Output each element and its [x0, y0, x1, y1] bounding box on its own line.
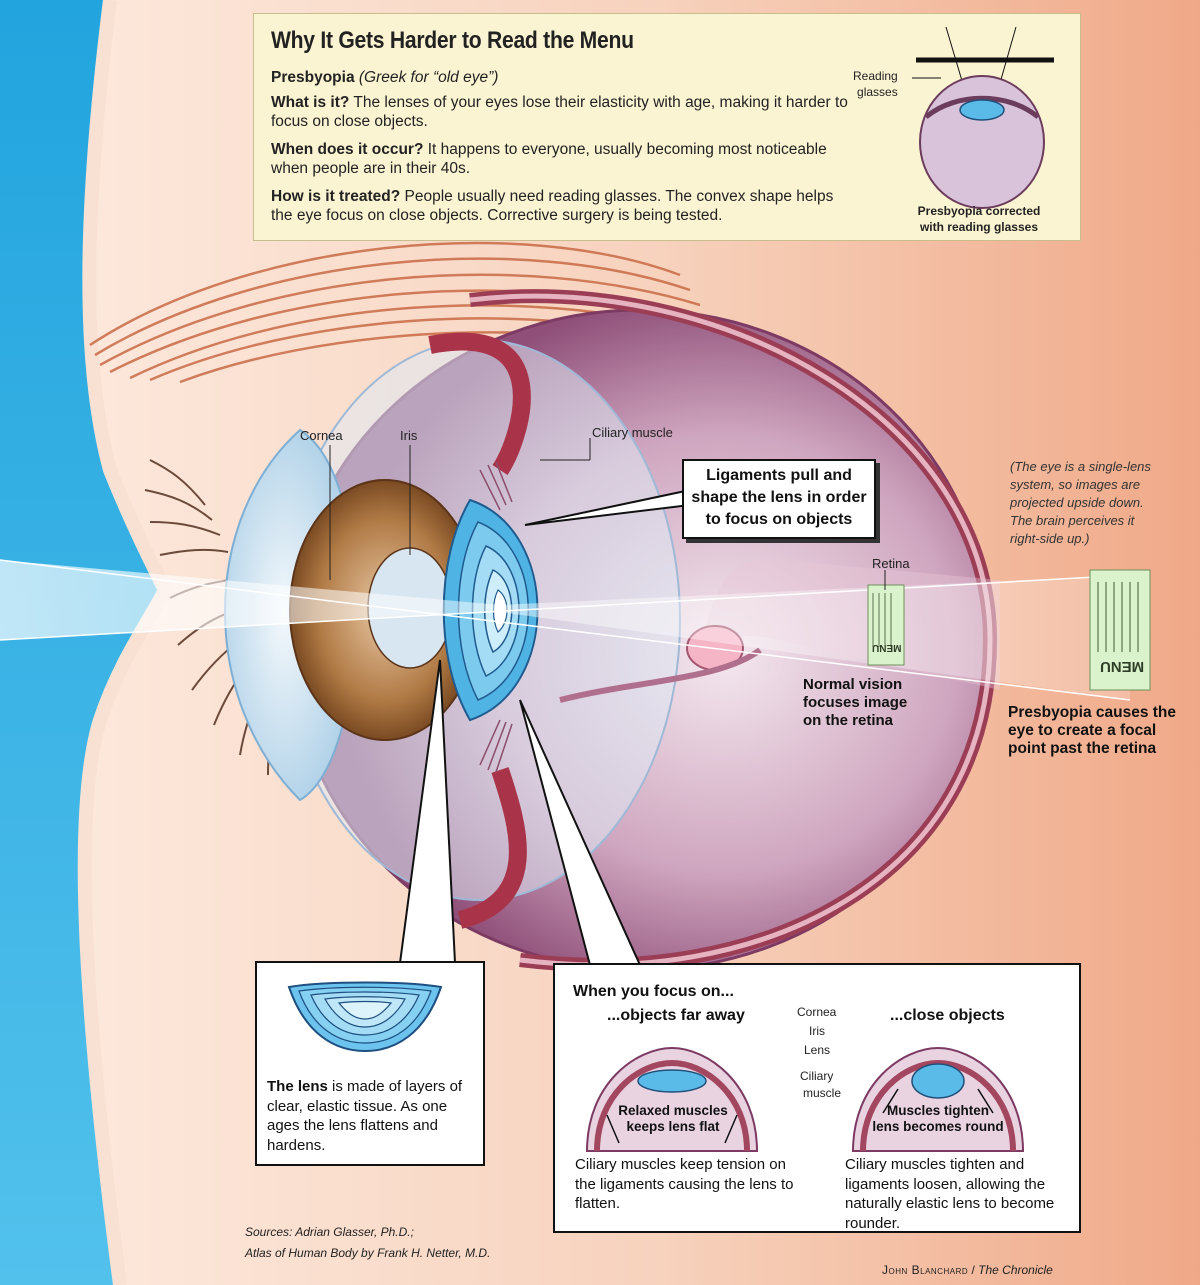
reading-glasses-diagram [912, 26, 1054, 209]
lens-description: The lens is made of layers of clear, ela… [267, 1078, 463, 1154]
lens-callout: The lens is made of layers of clear, ela… [255, 961, 485, 1166]
when-a: It happens to everyone, usually becoming… [271, 141, 827, 177]
when-q: When does it occur? [271, 141, 424, 158]
far-description: Ciliary muscles keep tension on the liga… [575, 1156, 794, 1212]
close-focus-diagram [851, 1046, 1025, 1152]
how-a: People usually need reading glasses. The… [271, 188, 834, 224]
focus-heading: When you focus on... [573, 983, 734, 1000]
corrected-caption: Presbyopia corrected with reading glasse… [917, 204, 1041, 234]
mini-iris-label: Iris [809, 1024, 825, 1038]
presbyopia-focal-note: Presbyopia causes the eye to create a fo… [1008, 704, 1176, 757]
mini-ciliary-label: Ciliary [800, 1069, 834, 1083]
info-panel: Why It Gets Harder to Read the Menu Pres… [253, 13, 1081, 241]
iris-label: Iris [400, 428, 418, 443]
close-description: Ciliary muscles tighten and ligaments lo… [845, 1156, 1055, 1232]
page-title: Why It Gets Harder to Read the Menu [271, 27, 634, 54]
ligaments-callout: Ligaments pull and shape the lens in ord… [682, 459, 876, 539]
what-is-it-q: What is it? [271, 94, 350, 111]
close-heading: ...close objects [890, 1007, 1005, 1024]
ciliary-muscle-label: Ciliary muscle [592, 425, 673, 440]
how-q: How is it treated? [271, 188, 401, 205]
mini-lens-label: Lens [804, 1043, 831, 1057]
when-does-it-occur: When does it occur? It happens to everyo… [271, 140, 856, 178]
inverted-image-note: (The eye is a single-lens system, so ima… [1010, 459, 1151, 546]
focus-comparison-panel: When you focus on... ...objects far away… [553, 963, 1081, 1233]
presbyopia-term: Presbyopia [271, 69, 355, 86]
retina-label: Retina [872, 556, 910, 571]
cornea-label: Cornea [300, 428, 343, 443]
what-is-it: What is it? The lenses of your eyes lose… [271, 93, 856, 131]
how-treated: How is it treated? People usually need r… [271, 187, 856, 225]
presbyopia-heading: Presbyopia (Greek for “old eye”) [271, 68, 856, 87]
normal-vision-note: Normal vision focuses image on the retin… [803, 676, 908, 729]
lens-layers-icon [287, 981, 443, 1053]
what-is-it-a: The lenses of your eyes lose their elast… [271, 94, 848, 130]
far-focus-diagram [585, 1046, 759, 1152]
credit: John Blanchard / The Chronicle [882, 1263, 1053, 1277]
far-heading: ...objects far away [607, 1007, 745, 1024]
mini-cornea-label: Cornea [797, 1005, 837, 1019]
mini-muscle-label: muscle [803, 1086, 842, 1100]
sources: Sources: Adrian Glasser, Ph.D.; Atlas of… [245, 1225, 491, 1260]
reading-glasses-label: Reading glasses [853, 69, 898, 99]
far-menu-text: MENU [1100, 658, 1145, 675]
retina-menu-text: MENU [872, 642, 902, 653]
presbyopia-etymology: (Greek for “old eye”) [358, 69, 499, 86]
